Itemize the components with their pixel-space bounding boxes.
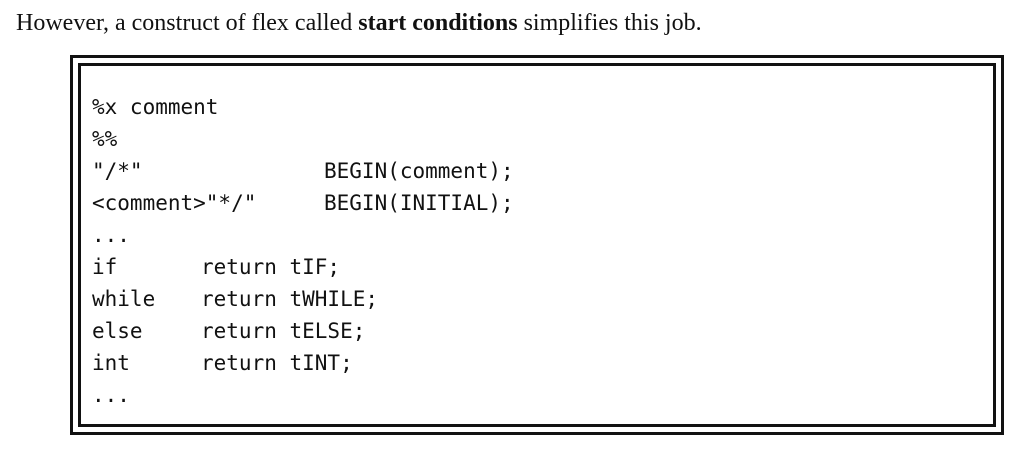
rule-action: return tELSE; [201,319,366,343]
code-rule-if: if return tIF; [92,251,514,283]
intro-text-after: simplifies this job. [517,10,702,36]
rule-action: return tWHILE; [201,287,379,311]
rule-pattern: else [92,319,143,343]
rule-pattern: "/*" [92,159,143,183]
code-rule-else: else return tELSE; [92,315,514,347]
intro-text-before: However, a construct of flex called [16,10,359,36]
code-box-inner-frame: %x comment %% "/*" BEGIN(comment); <comme… [78,63,996,427]
rule-action: return tIF; [201,255,341,279]
rule-pattern: <comment>"*/" [92,191,257,215]
rule-pattern: while [92,287,156,311]
code-line-separator: %% [92,127,118,151]
code-line-declaration: %x comment [92,95,219,119]
code-rule-close-comment: <comment>"*/" BEGIN(INITIAL); [92,187,514,219]
code-listing: %x comment %% "/*" BEGIN(comment); <comme… [92,91,514,411]
rule-action: BEGIN(INITIAL); [324,191,514,215]
rule-action: BEGIN(comment); [324,159,514,183]
rule-pattern: if [92,255,118,279]
code-rule-open-comment: "/*" BEGIN(comment); [92,155,514,187]
code-rule-while: while return tWHILE; [92,283,514,315]
rule-pattern: int [92,351,130,375]
intro-bold-term: start conditions [358,10,518,36]
code-line-ellipsis: ... [92,223,130,247]
intro-paragraph: However, a construct of flex called star… [16,8,702,38]
code-line-ellipsis: ... [92,383,130,407]
code-box-outer-frame: %x comment %% "/*" BEGIN(comment); <comme… [70,55,1004,435]
code-rule-int: int return tINT; [92,347,514,379]
rule-action: return tINT; [201,351,353,375]
